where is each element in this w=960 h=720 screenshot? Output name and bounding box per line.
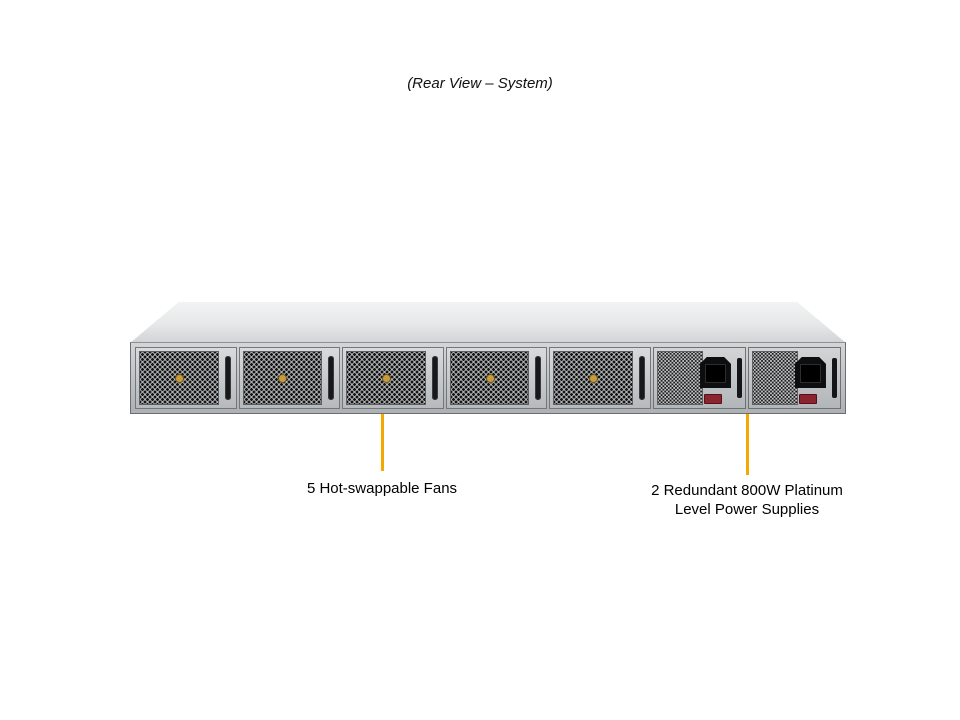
fans-leader-line bbox=[381, 414, 384, 471]
server-chassis-rear bbox=[130, 302, 846, 414]
psu-power-inlet-socket bbox=[699, 357, 731, 388]
fan-handle bbox=[328, 356, 335, 400]
psu-leader-line bbox=[746, 414, 749, 475]
psu-pull-handle bbox=[736, 358, 742, 398]
psu-callout-label: 2 Redundant 800W Platinum Level Power Su… bbox=[597, 481, 897, 519]
fan-hub-screw bbox=[174, 374, 184, 383]
fan-handle bbox=[535, 356, 542, 400]
fan-hub-screw bbox=[589, 374, 599, 383]
fan-module bbox=[549, 347, 651, 409]
chassis-top-panel bbox=[130, 302, 846, 343]
fans-callout-label: 5 Hot-swappable Fans bbox=[306, 480, 458, 497]
fan-module bbox=[238, 347, 341, 409]
fan-hub-screw bbox=[278, 374, 288, 383]
psu-power-inlet-socket bbox=[794, 357, 826, 388]
fan-handle-zone bbox=[428, 348, 443, 408]
fan-grille bbox=[449, 351, 530, 405]
psu-vent-grille bbox=[656, 351, 703, 405]
psu-inlet-opening bbox=[799, 364, 821, 383]
fan-handle-zone bbox=[221, 348, 236, 408]
fan-module bbox=[342, 347, 444, 409]
fan-grille bbox=[139, 351, 219, 405]
fan-handle-zone bbox=[635, 348, 650, 408]
fan-hub-screw bbox=[485, 374, 495, 383]
diagram-title: (Rear View – System) bbox=[407, 75, 553, 92]
psu-callout-line2: Level Power Supplies bbox=[674, 501, 820, 518]
fan-handle bbox=[638, 356, 645, 400]
fan-handle-zone bbox=[531, 348, 546, 408]
psu-release-latch bbox=[703, 394, 722, 404]
psu-callout-line1: 2 Redundant 800W Platinum bbox=[651, 482, 843, 499]
fan-handle bbox=[431, 356, 438, 400]
fan-grille bbox=[346, 351, 426, 405]
fan-module bbox=[135, 347, 237, 409]
psu-release-latch bbox=[798, 394, 817, 404]
psu-inlet-opening bbox=[704, 364, 726, 383]
fan-grille bbox=[242, 351, 323, 405]
fan-module bbox=[445, 347, 548, 409]
rear-modules-row bbox=[131, 343, 845, 413]
fan-hub-screw bbox=[381, 374, 391, 383]
fan-handle-zone bbox=[324, 348, 339, 408]
chassis-rear-panel bbox=[130, 342, 846, 414]
fan-grille bbox=[553, 351, 633, 405]
fan-handle bbox=[224, 356, 231, 400]
psu-module bbox=[747, 347, 841, 409]
psu-vent-grille bbox=[751, 351, 798, 405]
psu-pull-handle bbox=[831, 358, 837, 398]
psu-module bbox=[652, 347, 746, 409]
